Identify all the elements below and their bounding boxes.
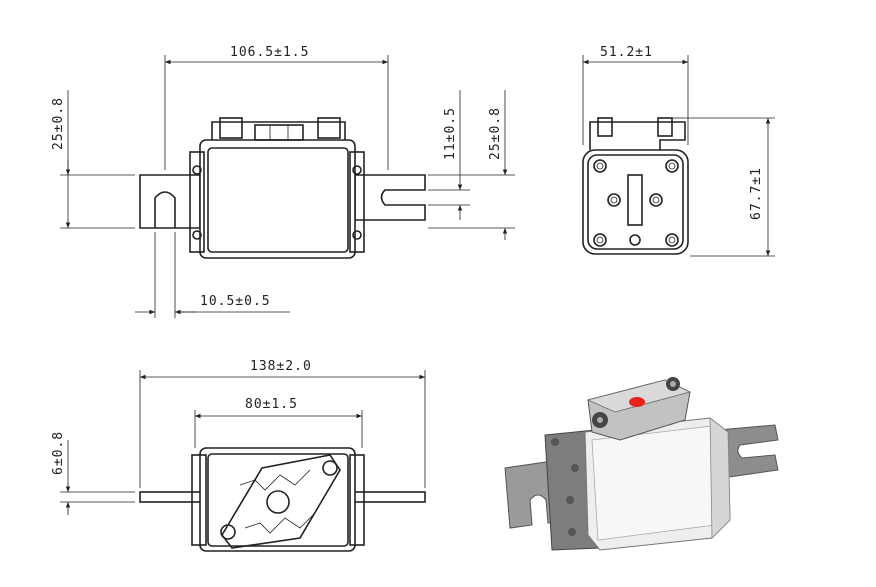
dim-25-right: 25±0.8	[488, 107, 503, 160]
dim-51-2: 51.2±1	[600, 45, 653, 60]
side-view	[582, 55, 775, 257]
top-view	[60, 370, 426, 552]
dim-80: 80±1.5	[245, 397, 298, 412]
dim-11: 11±0.5	[443, 107, 458, 160]
indicator-dot	[629, 397, 645, 407]
dim-6: 6±0.8	[51, 431, 66, 475]
dim-67-7: 67.7±1	[749, 167, 764, 220]
dim-106-5: 106.5±1.5	[230, 45, 309, 60]
dim-25-left: 25±0.8	[51, 97, 66, 150]
fuse-3d-render	[504, 377, 779, 551]
dim-10-5: 10.5±0.5	[200, 294, 271, 309]
dim-138: 138±2.0	[250, 359, 312, 374]
front-view	[60, 55, 515, 318]
